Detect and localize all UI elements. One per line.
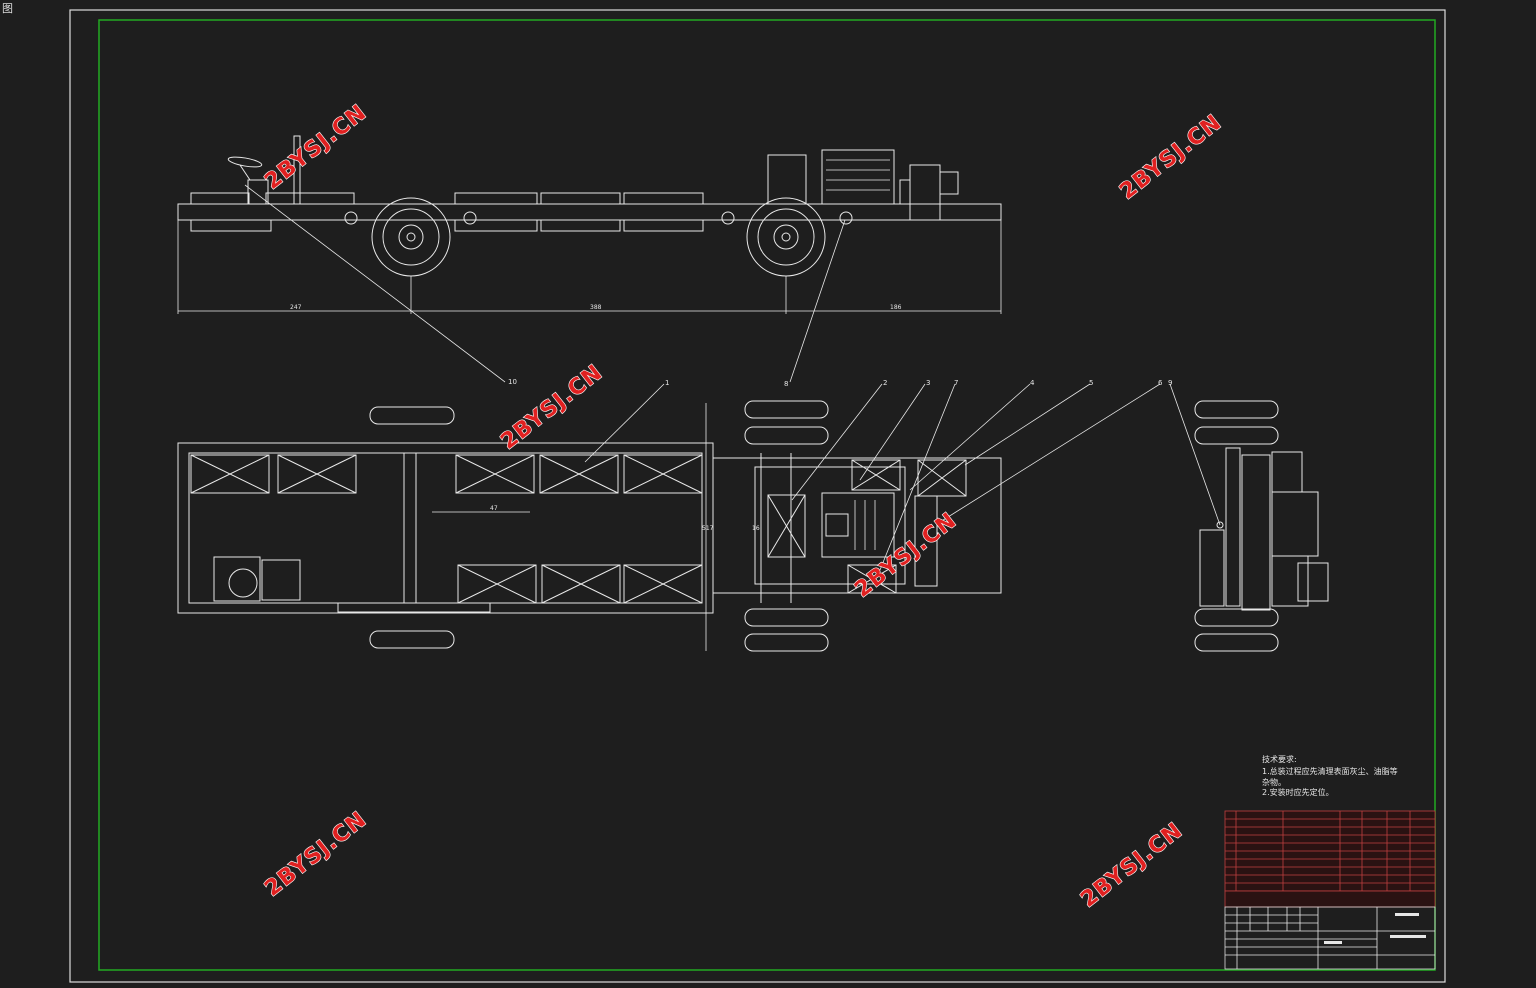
leader-1: 1 [665, 379, 669, 387]
corner-label: 图 [2, 2, 13, 15]
dim-plan-inner: 47 [490, 505, 498, 512]
watermark-2: 2BYSJ.CN [1115, 110, 1226, 205]
title-block [1224, 810, 1436, 970]
watermark-4: 2BYSJ.CN [850, 508, 961, 603]
tech-notes-line1: 1.总装过程应先清理表面灰尘、油脂等 [1262, 766, 1398, 776]
dim-front-mid: 388 [590, 304, 602, 311]
leader-9: 9 [1168, 379, 1172, 387]
tech-notes-title: 技术要求: [1262, 754, 1297, 764]
dim-plan-width: 517 [702, 525, 714, 532]
watermarks: 2BYSJ.CN 2BYSJ.CN 2BYSJ.CN 2BYSJ.CN 2BYS… [260, 99, 1228, 913]
dim-front-left: 247 [290, 304, 302, 311]
dim-plan-track: 16 [752, 525, 760, 532]
inner-border [98, 19, 1436, 971]
tech-notes-line2: 杂物。 [1262, 777, 1286, 787]
leader-2: 2 [883, 379, 887, 387]
tech-notes: 技术要求: 1.总装过程应先清理表面灰尘、油脂等 杂物。 2.安装时应先定位。 [1262, 754, 1398, 797]
leader-7: 7 [954, 379, 958, 387]
leader-lines: 10 8 1 2 3 7 4 5 6 9 [244, 184, 1221, 571]
watermark-5: 2BYSJ.CN [260, 807, 371, 902]
leader-10: 10 [508, 378, 517, 386]
outer-border [69, 9, 1446, 983]
leader-3: 3 [926, 379, 930, 387]
watermark-3: 2BYSJ.CN [496, 360, 607, 455]
end-view [1194, 400, 1329, 652]
leader-4: 4 [1030, 379, 1035, 387]
plan-view: 47 517 16 [177, 400, 1002, 652]
leader-5: 5 [1089, 379, 1093, 387]
watermark-6: 2BYSJ.CN [1076, 818, 1187, 913]
dim-front-right: 186 [890, 304, 902, 311]
tech-notes-line3: 2.安装时应先定位。 [1262, 787, 1334, 797]
watermark-1: 2BYSJ.CN [260, 100, 371, 195]
leader-8: 8 [784, 380, 788, 388]
leader-6: 6 [1158, 379, 1163, 387]
side-view: 247 388 186 [177, 135, 1002, 314]
